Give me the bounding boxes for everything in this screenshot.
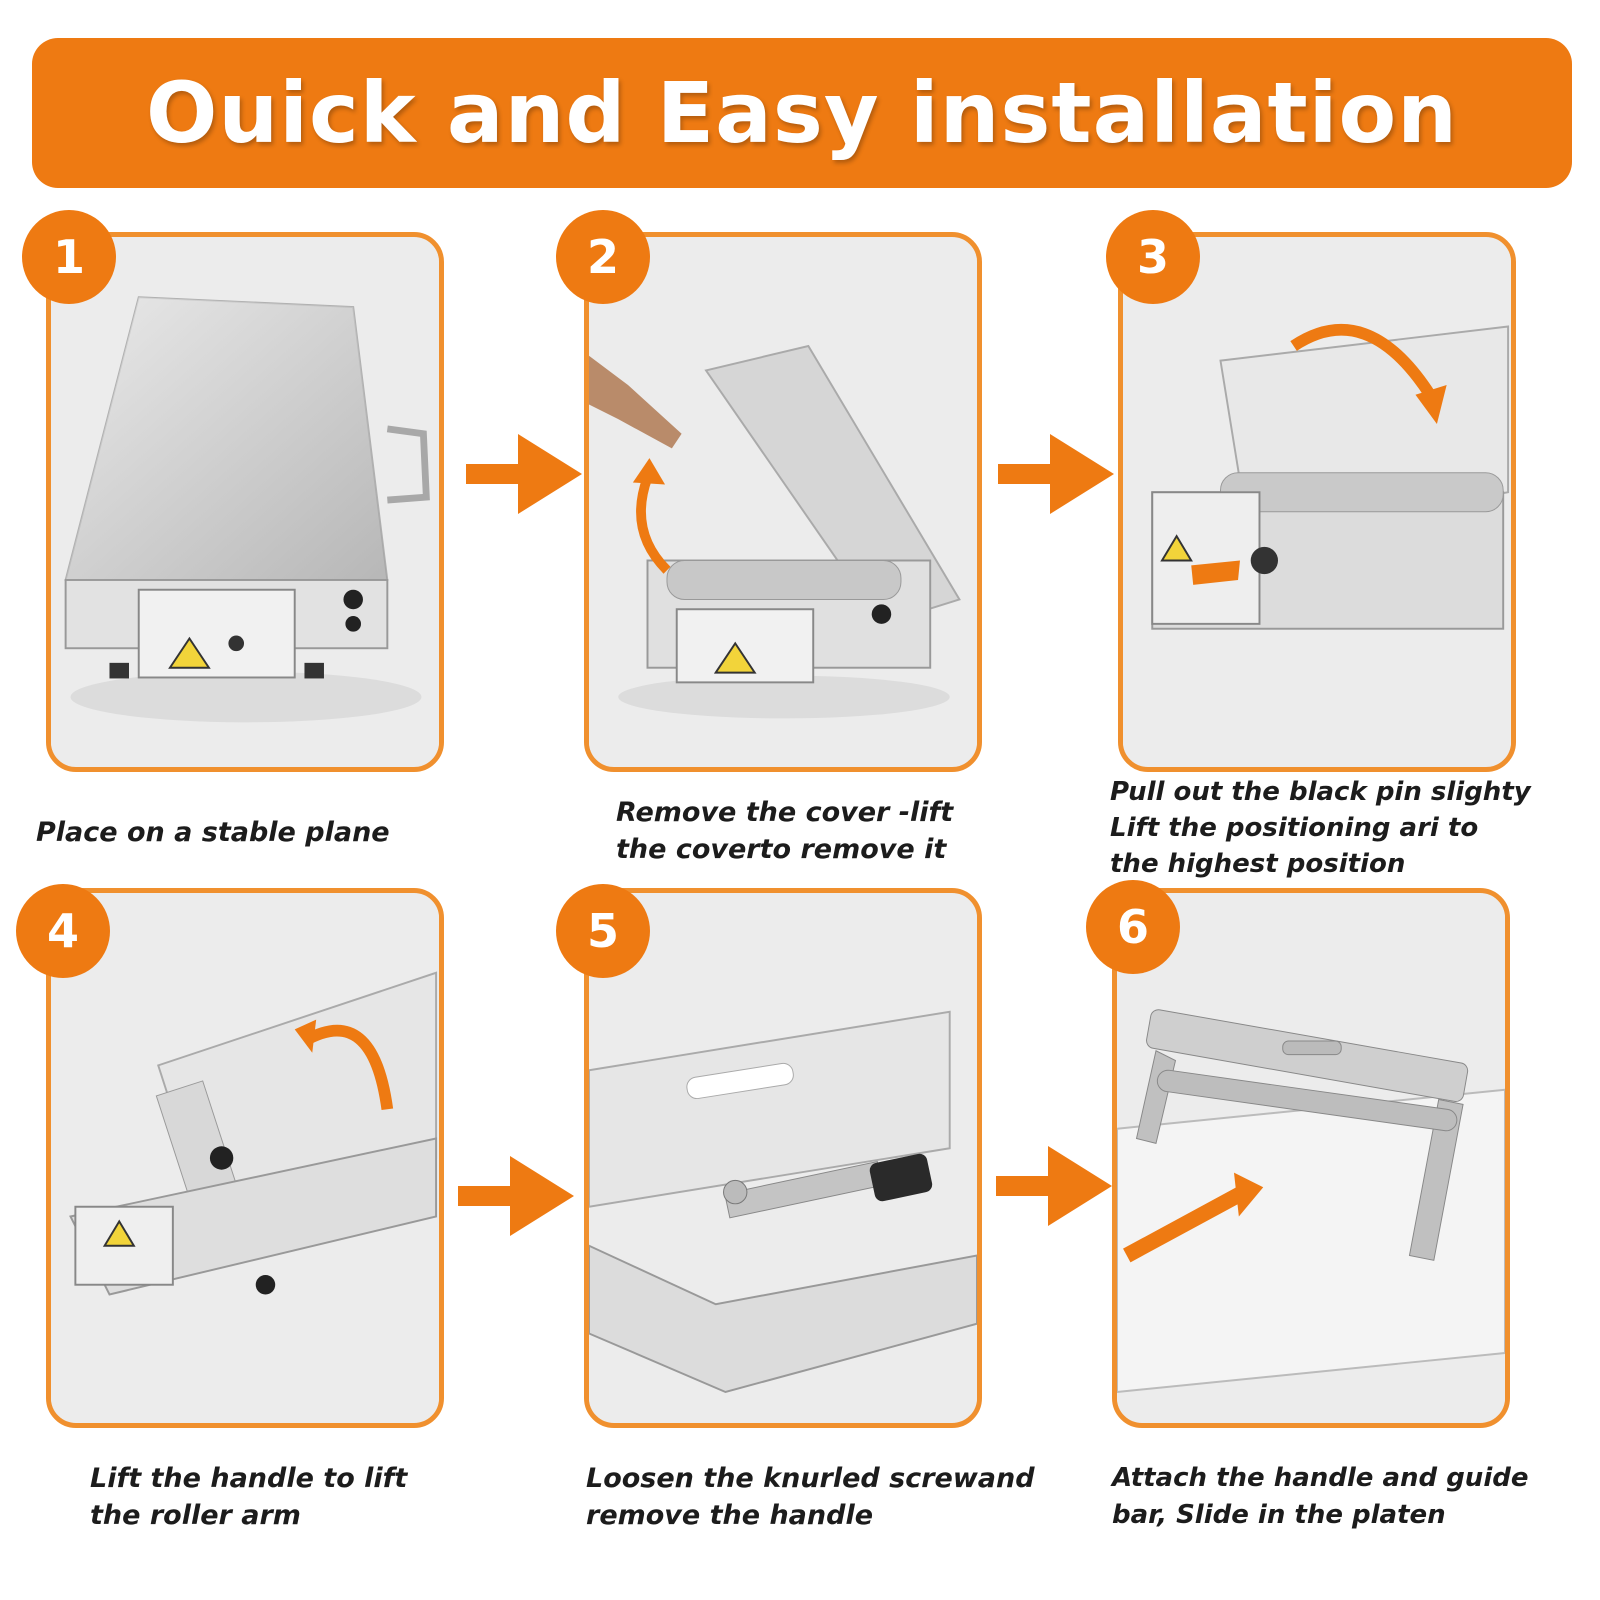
machine-knurled-screw-illustration [589, 894, 977, 1422]
caption-line: Attach the handle and guide [1112, 1463, 1529, 1493]
step-1-badge: 1 [22, 210, 116, 304]
caption-line: Lift the positioning ari to [1110, 813, 1479, 843]
page-title: Ouick and Easy installation [146, 64, 1458, 162]
step-3-image-card [1118, 232, 1516, 772]
step-2-badge: 2 [556, 210, 650, 304]
step-1-image-card [46, 232, 444, 772]
right-arrow-icon [466, 434, 582, 514]
step-4-image-card [46, 888, 444, 1428]
caption-line: remove the handle [586, 1500, 874, 1531]
step-1-caption: Place on a stable plane [36, 814, 390, 851]
step-5-image-card [584, 888, 982, 1428]
step-3-caption: Pull out the black pin slighty Lift the … [1110, 774, 1531, 882]
right-arrow-icon [996, 1146, 1112, 1226]
machine-closed-illustration [51, 238, 439, 766]
caption-line: Loosen the knurled screwand [586, 1463, 1035, 1494]
step-2-image-card [584, 232, 982, 772]
caption-line: Place on a stable plane [36, 817, 390, 848]
step-6-badge: 6 [1086, 880, 1180, 974]
caption-line: bar, Slide in the platen [1112, 1500, 1446, 1530]
step-6-image-card [1112, 888, 1510, 1428]
machine-assembled-illustration [1117, 894, 1505, 1422]
caption-line: the coverto remove it [616, 834, 947, 865]
caption-line: Lift the handle to lift [90, 1463, 408, 1494]
step-4-badge: 4 [16, 884, 110, 978]
caption-line: the highest position [1110, 849, 1406, 879]
header-banner: Ouick and Easy installation [32, 38, 1572, 188]
caption-line: the roller arm [90, 1500, 301, 1531]
step-6-caption: Attach the handle and guide bar, Slide i… [1112, 1460, 1528, 1534]
step-2-caption: Remove the cover -lift the coverto remov… [616, 794, 953, 868]
machine-roller-arm-illustration [51, 894, 439, 1422]
caption-line: Pull out the black pin slighty [1110, 777, 1531, 807]
step-5-badge: 5 [556, 884, 650, 978]
step-3-badge: 3 [1106, 210, 1200, 304]
right-arrow-icon [998, 434, 1114, 514]
step-4-caption: Lift the handle to lift the roller arm [90, 1460, 407, 1534]
caption-line: Remove the cover -lift [616, 797, 954, 828]
step-5-caption: Loosen the knurled screwand remove the h… [586, 1460, 1035, 1534]
machine-positioning-arm-illustration [1123, 238, 1511, 766]
right-arrow-icon [458, 1156, 574, 1236]
machine-cover-lift-illustration [589, 238, 977, 766]
